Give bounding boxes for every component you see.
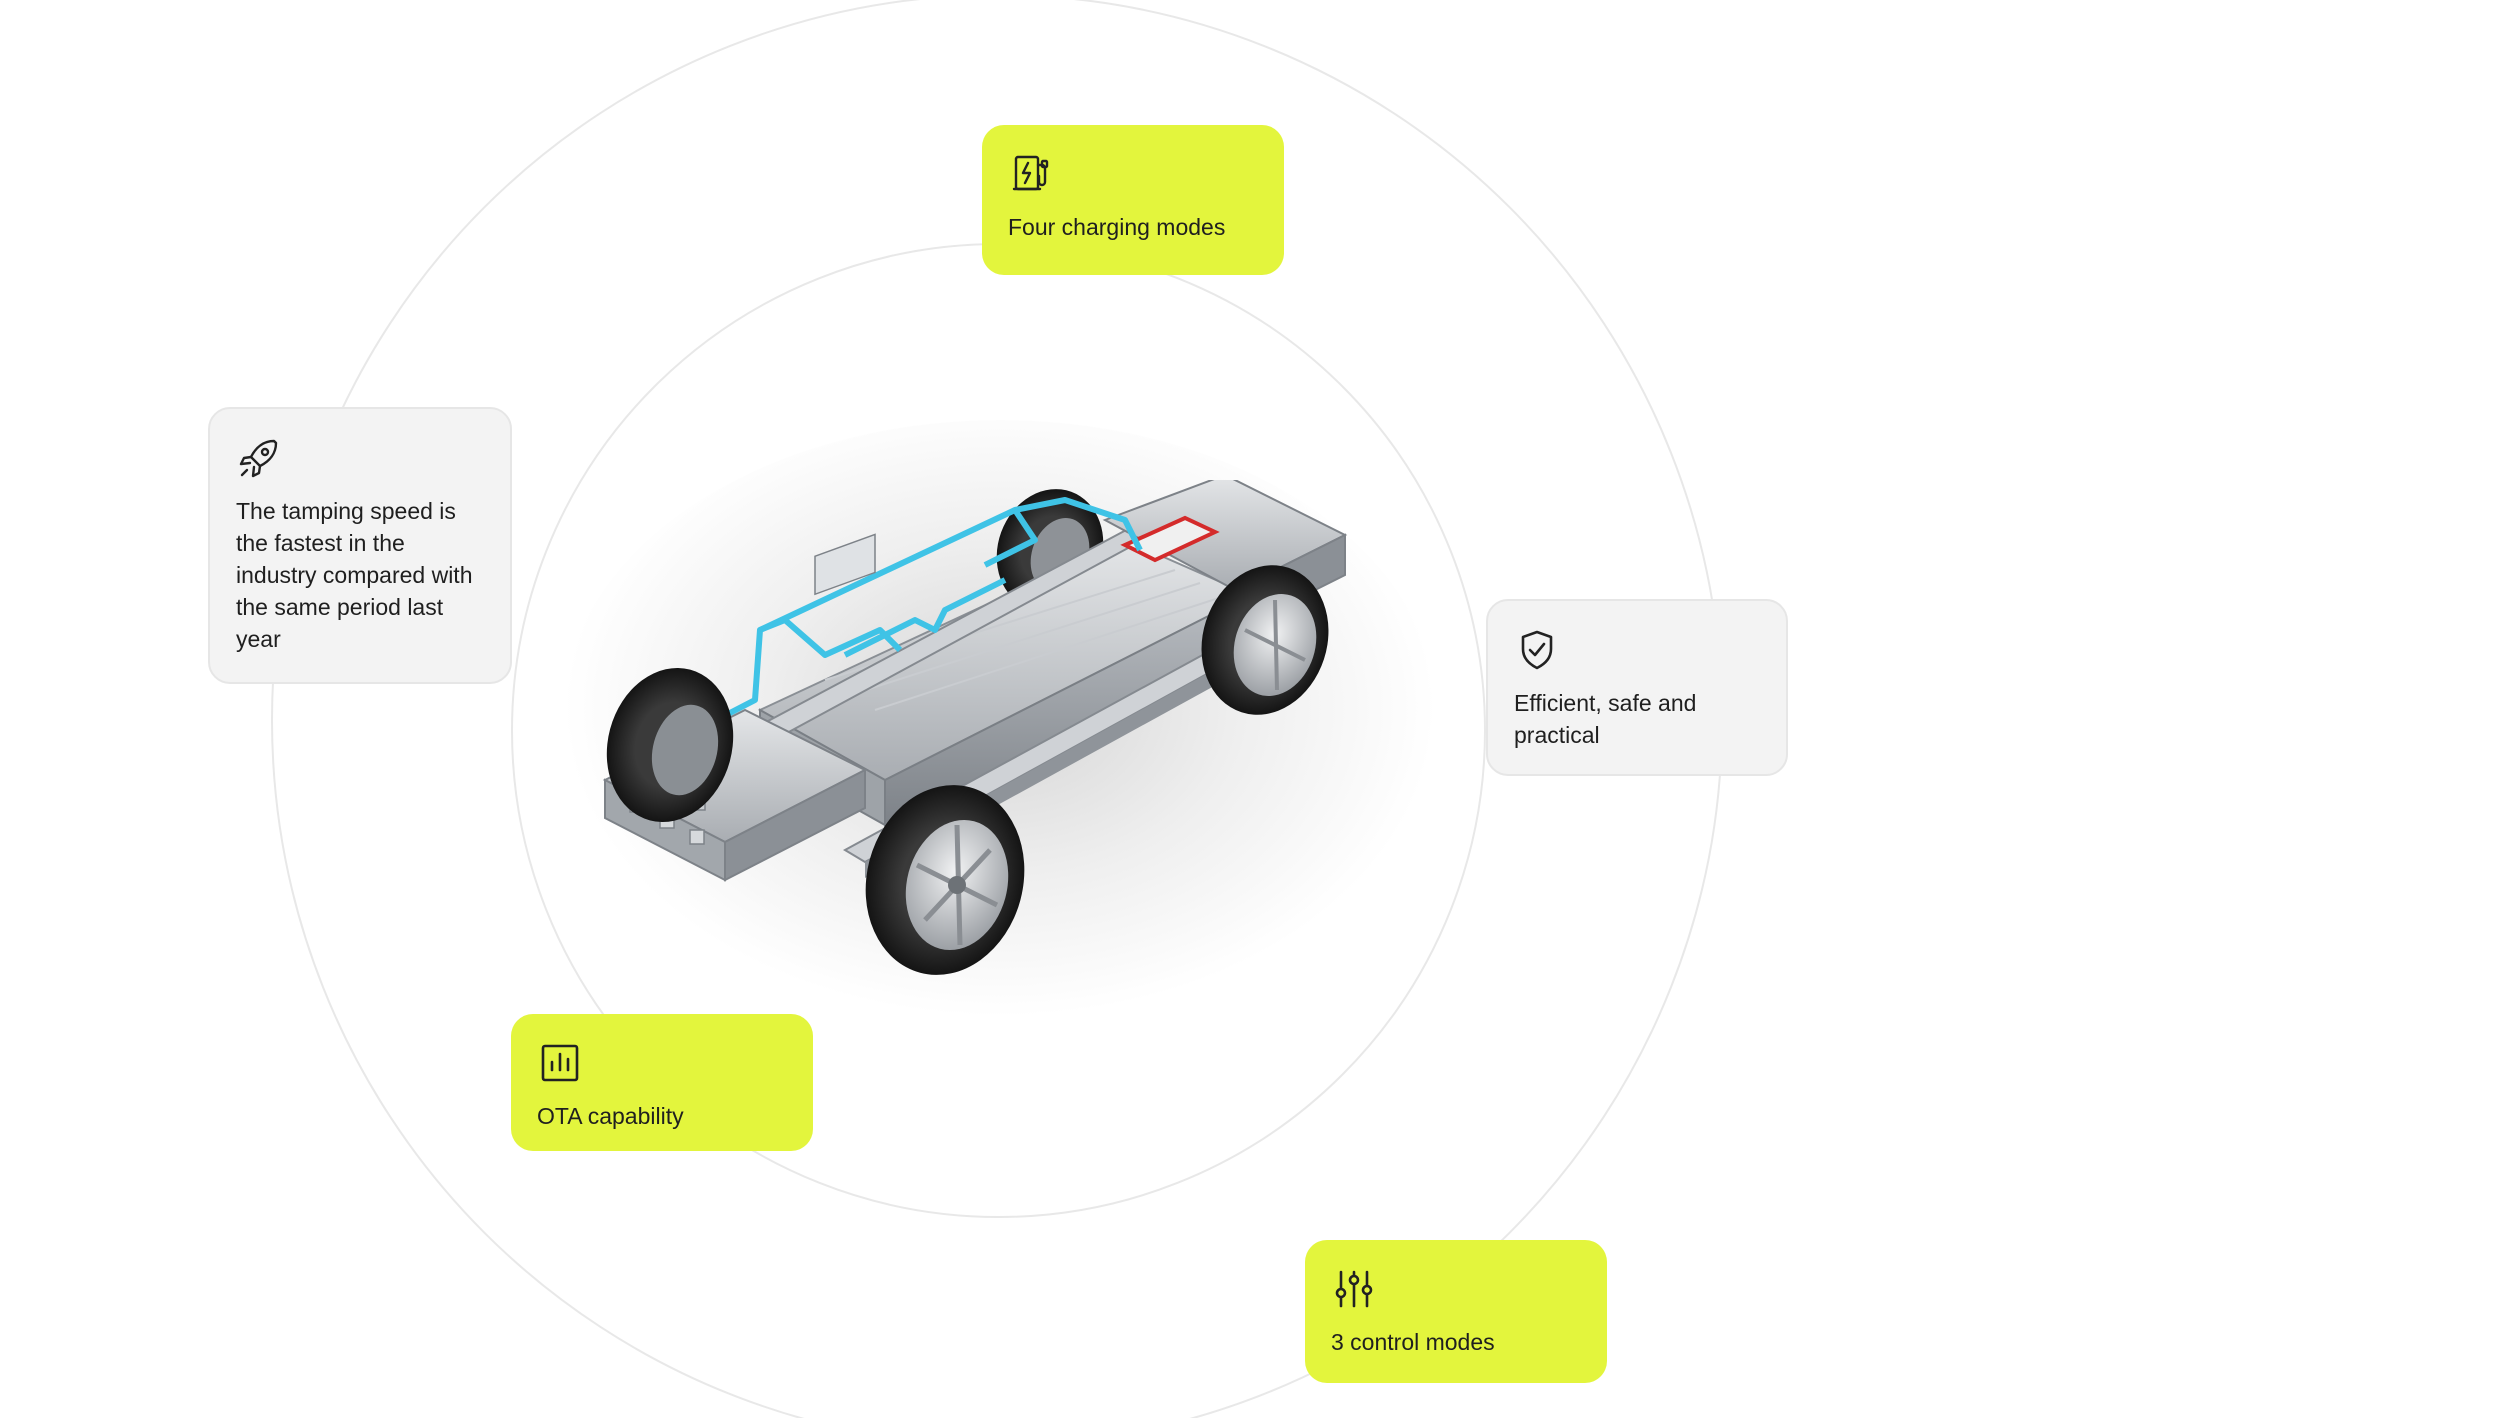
rocket-icon: [239, 439, 278, 478]
feature-label: Four charging modes: [1008, 214, 1226, 240]
feature-card-ota[interactable]: OTA capability: [511, 1014, 813, 1151]
feature-card-speed[interactable]: The tamping speed is the fastest in the …: [208, 407, 512, 684]
high-voltage-unit: [1120, 515, 1220, 563]
sliders-icon: [1335, 1270, 1373, 1308]
feature-card-efficient[interactable]: Efficient, safe and practical: [1486, 599, 1788, 776]
feature-card-charging[interactable]: Four charging modes: [982, 125, 1284, 275]
shield-check-icon: [1521, 630, 1553, 670]
feature-label: 3 control modes: [1331, 1329, 1495, 1355]
front-right-wheel: [865, 785, 1025, 975]
rear-right-wheel: [1201, 565, 1329, 715]
feature-label: Efficient, safe and practical: [1514, 690, 1697, 748]
feature-label: OTA capability: [537, 1103, 684, 1129]
feature-card-control[interactable]: 3 control modes: [1305, 1240, 1607, 1383]
ev-charger-icon: [1012, 155, 1049, 191]
chassis-image: [602, 480, 1348, 975]
bar-chart-icon: [541, 1044, 579, 1082]
front-left-wheel: [606, 667, 734, 823]
feature-label: The tamping speed is the fastest in the …: [236, 498, 473, 652]
